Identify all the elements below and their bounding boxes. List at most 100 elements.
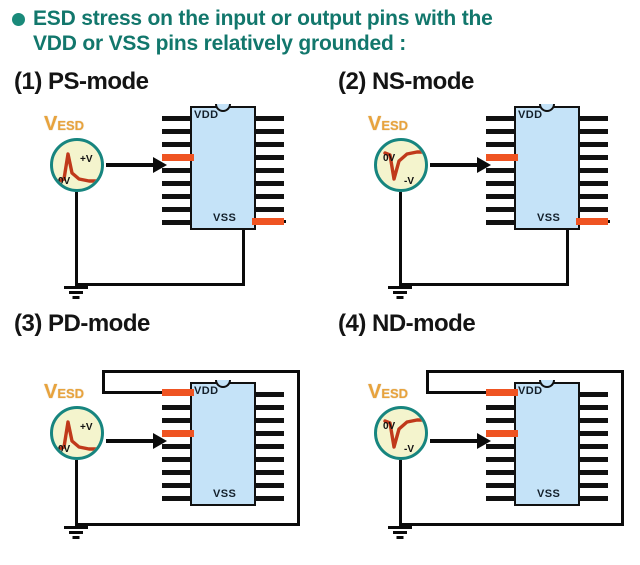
chip-pin-right-8 (576, 483, 608, 488)
wire-source-to-ground-pd (75, 460, 78, 526)
chip-pin-right-9 (576, 496, 608, 501)
circuit-pd-mode: VDD VSS VESD +V 0V (0, 344, 320, 564)
chip-pin-left-1 (162, 116, 194, 121)
wire-bottom-rail-ns (399, 283, 569, 286)
chip-pin-right-4 (576, 155, 608, 160)
chip-pin-left-6 (486, 457, 518, 462)
chip-pin-left-3 (162, 418, 194, 423)
wire-source-to-ground-ps (75, 192, 78, 286)
wire-vdd-left-pd (102, 391, 164, 394)
chip-ps-mode: VDD VSS (160, 104, 286, 230)
source-level-top-nd: 0V (383, 421, 396, 432)
chip-pin-left-9 (486, 496, 518, 501)
chip-pin-left-1-vdd (162, 389, 194, 396)
ground-symbol-ps (63, 286, 89, 300)
source-label-main: V (368, 113, 382, 135)
panel-nd-mode: (4) ND-mode (324, 310, 640, 565)
chip-vss-label: VSS (537, 212, 561, 224)
chip-pin-left-3 (486, 418, 518, 423)
waveform-positive-icon (57, 152, 99, 183)
ground-symbol-ns (387, 286, 413, 300)
source-level-top-ps: +V (80, 154, 93, 165)
chip-pin-right-5 (252, 168, 284, 173)
wire-bottom-rail-nd (399, 523, 624, 526)
source-level-bottom-nd: -V (404, 444, 414, 455)
chip-vss-label: VSS (213, 212, 237, 224)
chip-pin-right-3 (252, 142, 284, 147)
chip-pin-right-7 (576, 470, 608, 475)
chip-pin-left-8 (486, 207, 518, 212)
chip-pin-right-5 (252, 444, 284, 449)
chip-vdd-label: VDD (518, 109, 543, 121)
wire-vdd-left-nd (426, 391, 488, 394)
chip-pin-left-8 (486, 483, 518, 488)
chip-pin-left-2 (486, 405, 518, 410)
chip-pin-left-7 (162, 194, 194, 199)
wire-right-down-pd (297, 370, 300, 525)
wire-vss-down-ps (242, 220, 245, 286)
panel-title-nd-mode: (4) ND-mode (338, 310, 476, 337)
source-level-bottom-pd: 0V (58, 444, 71, 455)
chip-ns-mode: VDD VSS (484, 104, 610, 230)
chip-pin-left-4-stressed (162, 154, 194, 161)
chip-pin-left-2 (162, 129, 194, 134)
chip-pin-left-6 (486, 181, 518, 186)
chip-body (190, 382, 256, 506)
chip-pin-left-9 (162, 496, 194, 501)
chip-pin-right-2 (576, 129, 608, 134)
chip-pin-right-4 (252, 155, 284, 160)
source-circle-ps: +V 0V (50, 138, 104, 192)
chip-pin-left-7 (162, 470, 194, 475)
chip-pin-right-1 (252, 116, 284, 121)
chip-pin-left-4-stressed (486, 430, 518, 437)
source-label-sub: ESD (57, 386, 85, 401)
wire-top-rail-nd (426, 370, 624, 373)
panel-ps-mode: (1) PS-mode (0, 68, 320, 323)
chip-pin-right-6 (576, 457, 608, 462)
chip-pin-right-3 (252, 418, 284, 423)
stress-arrow-ns (430, 157, 491, 173)
chip-pin-left-5 (486, 168, 518, 173)
chip-pin-left-8 (162, 207, 194, 212)
heading-line-1: ESD stress on the input or output pins w… (33, 7, 493, 30)
chip-pin-right-7 (252, 470, 284, 475)
chip-vdd-label: VDD (518, 385, 543, 397)
source-label-pd: VESD (44, 382, 84, 404)
chip-pin-right-5 (576, 168, 608, 173)
chip-pin-right-3 (576, 418, 608, 423)
chip-vss-label: VSS (537, 488, 561, 500)
chip-pin-left-9 (486, 220, 518, 225)
wire-bottom-rail-pd (75, 523, 300, 526)
source-label-ns: VESD (368, 114, 408, 136)
chip-pin-left-5 (162, 168, 194, 173)
source-circle-nd: 0V -V (374, 406, 428, 460)
chip-pin-right-6 (252, 457, 284, 462)
chip-pd-mode: VDD VSS (160, 380, 286, 506)
chip-pin-right-7 (252, 194, 284, 199)
wire-vss-down-ns (566, 220, 569, 286)
chip-pin-left-5 (486, 444, 518, 449)
source-level-top-pd: +V (80, 422, 93, 433)
bullet-icon (12, 13, 25, 26)
chip-pin-right-6 (576, 181, 608, 186)
chip-body (514, 106, 580, 230)
source-label-sub: ESD (57, 118, 85, 133)
chip-pin-right-9 (252, 496, 284, 501)
chip-vdd-label: VDD (194, 385, 219, 397)
chip-pin-left-8 (162, 483, 194, 488)
panel-title-pd-mode: (3) PD-mode (14, 310, 150, 337)
chip-pin-left-9 (162, 220, 194, 225)
chip-pin-right-1 (576, 392, 608, 397)
stress-arrow-ps (106, 157, 167, 173)
chip-pin-left-5 (162, 444, 194, 449)
chip-pin-right-3 (576, 142, 608, 147)
wire-source-to-ground-nd (399, 460, 402, 526)
chip-pin-right-6 (252, 181, 284, 186)
source-label-main: V (368, 381, 382, 403)
chip-pin-right-9-vss (576, 218, 608, 225)
panel-title-ns-mode: (2) NS-mode (338, 68, 474, 95)
chip-pin-right-2 (252, 129, 284, 134)
heading-text: ESD stress on the input or output pins w… (33, 6, 493, 56)
stress-arrow-pd (106, 433, 167, 449)
